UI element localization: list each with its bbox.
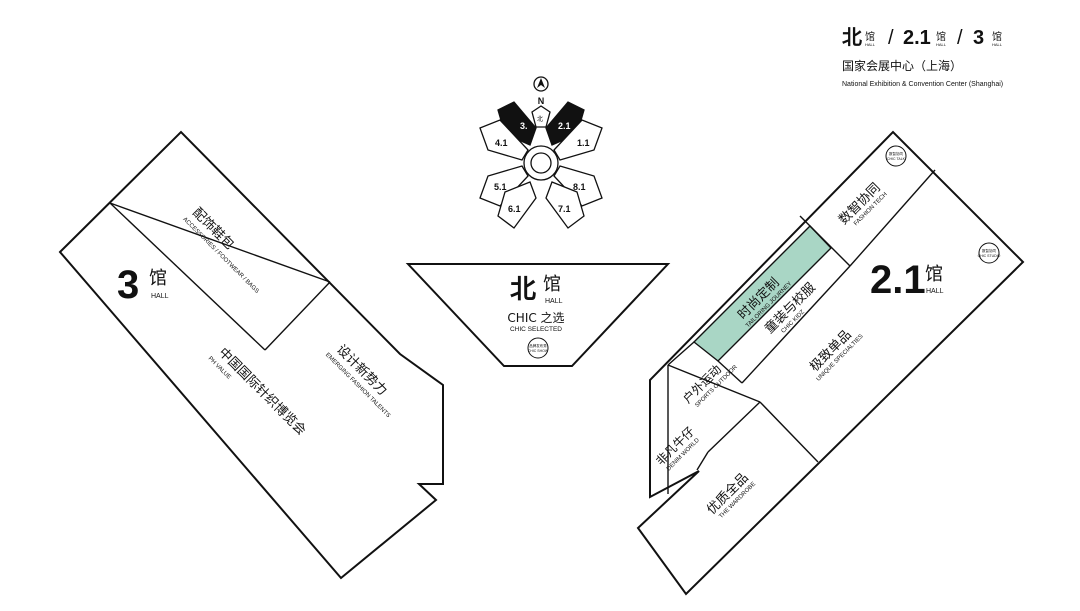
- mini-hall-north: [531, 105, 551, 128]
- header-hall-21-suffix: 馆: [936, 30, 946, 43]
- hall-21-divider-sports-low: [707, 401, 761, 453]
- mini-hall-51: [479, 165, 529, 207]
- hall-21-divider-kids-lower: [717, 360, 743, 384]
- header-hall-north-char: 北: [842, 26, 862, 49]
- header-separator-2: /: [957, 27, 963, 49]
- hall-21-divider-unique: [759, 401, 819, 463]
- chic-studio-badge: 数智协同 CHIC STUDIO: [978, 242, 1001, 264]
- mini-hall-81: [553, 165, 603, 207]
- chic-talk-badge: 数智协同 CHIC TALK: [885, 145, 907, 167]
- header-hall-21-hall: HALL: [936, 42, 947, 47]
- header-hall-21-number: 2.1: [903, 27, 931, 49]
- chic-studio-badge-en: CHIC STUDIO: [978, 254, 1001, 258]
- mini-hall-11-label: 1.1: [577, 138, 590, 148]
- north-hall-hall-label: HALL: [545, 298, 563, 305]
- hall-21-divider-denim: [696, 451, 709, 471]
- chic-talk-badge-en: CHIC TALK: [887, 157, 906, 161]
- header-hall-3-suffix: 馆: [992, 30, 1002, 43]
- hall-3-suffix: 馆: [149, 268, 167, 289]
- chic-show-badge-cn: 品牌发布秀: [529, 343, 547, 348]
- hall-3-divider-right: [264, 281, 331, 351]
- hall-3-outline: [58, 130, 444, 580]
- compass-north-label: N: [538, 96, 545, 106]
- chic-studio-badge-cn: 数智协同: [982, 248, 996, 253]
- hall-3-divider-diagonal: [109, 202, 266, 351]
- mini-hall-11: [553, 119, 603, 161]
- mini-hall-north-label: 北: [537, 115, 543, 123]
- hall-21-floorplan: 2.1 馆 HALL 数智协同 FASHION TECH 时尚定制 TAILOR…: [636, 130, 1025, 596]
- mini-hall-41-label: 4.1: [495, 138, 508, 148]
- hall-3-hall-label: HALL: [151, 293, 169, 300]
- hall-21-hall-label: HALL: [926, 288, 944, 295]
- north-hall-suffix: 馆: [543, 274, 561, 295]
- hall-21-divider-tech-edge: [849, 169, 936, 267]
- mini-hall-71: [545, 181, 585, 229]
- hall-21-divider-sports-top: [667, 341, 695, 366]
- compass-icon: N: [533, 76, 549, 106]
- mini-locator-map: N 3. 北 2.1 4.1 1.1 5.1 8.1 6.1 7.1: [479, 76, 603, 229]
- header-hall-north-hall: HALL: [865, 42, 876, 47]
- hall-21-number: 2.1: [870, 258, 926, 302]
- hall-21-divider-sports: [667, 364, 761, 403]
- header-hall-north-suffix: 馆: [865, 30, 875, 43]
- header-separator-1: /: [888, 27, 894, 49]
- chic-talk-badge-cn: 数智协同: [889, 151, 903, 156]
- mini-hall-21-label: 2.1: [558, 121, 571, 131]
- venue-name-english: National Exhibition & Convention Center …: [842, 81, 1003, 88]
- hall-21-outline: [636, 130, 1025, 596]
- north-hall-outline: [405, 263, 671, 367]
- north-hall-char: 北: [510, 274, 536, 304]
- mini-hall-81-label: 8.1: [573, 182, 586, 192]
- mini-hall-41: [479, 119, 529, 161]
- venue-name-chinese: 国家会展中心（上海）: [842, 58, 962, 73]
- mini-hall-71-label: 7.1: [558, 204, 571, 214]
- mini-hall-61: [497, 181, 537, 229]
- mini-hall-3-label: 3.: [520, 121, 528, 131]
- mini-hall-51-label: 5.1: [494, 182, 507, 192]
- hall-21-suffix: 馆: [925, 264, 943, 285]
- mini-hall-61-label: 6.1: [508, 204, 521, 214]
- chic-show-badge: 品牌发布秀 CHIC SHOW: [527, 337, 549, 359]
- hall-3-number: 3: [117, 263, 139, 307]
- hall-3-floorplan: 3 馆 HALL 配饰鞋包 ACCESSORIES / FOOTWEAR / B…: [58, 130, 444, 580]
- zone-tailoring-highlight: [692, 224, 832, 362]
- north-hall-zone-cn: CHIC 之选: [507, 311, 564, 325]
- header-hall-3-number: 3: [973, 27, 984, 49]
- hall-3-divider-upper: [109, 202, 331, 283]
- north-hall-zone-en: CHIC SELECTED: [510, 326, 562, 333]
- north-hall-floorplan: 北 馆 HALL CHIC 之选 CHIC SELECTED 品牌发布秀 CHI…: [405, 263, 671, 367]
- header-hall-3-hall: HALL: [992, 42, 1003, 47]
- header-hall-titles: 北 馆 HALL / 2.1 馆 HALL / 3 馆 HALL: [842, 26, 1003, 49]
- hall-21-divider-tech: [799, 215, 851, 267]
- chic-show-badge-en: CHIC SHOW: [528, 349, 549, 353]
- hall-21-divider-kids: [741, 265, 851, 384]
